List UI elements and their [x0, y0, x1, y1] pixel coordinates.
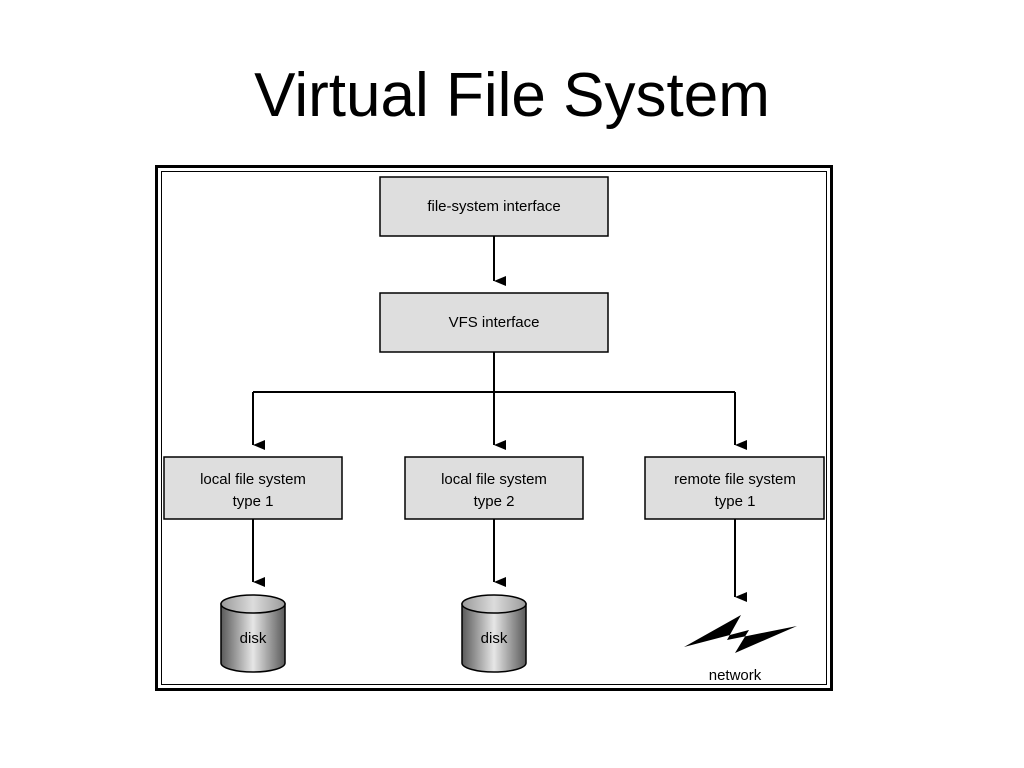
- remote-fs-1-line1: remote file system: [674, 471, 796, 488]
- local-fs-2-line1: local file system: [441, 471, 547, 488]
- remote-fs-1-line2: type 1: [715, 493, 756, 510]
- disk-cylinder-icon: disk: [461, 594, 527, 673]
- vfs-interface-box: VFS interface: [379, 292, 609, 353]
- connectors: [252, 236, 747, 602]
- file-system-interface-box: file-system interface: [379, 176, 609, 237]
- network-label: network: [709, 667, 762, 684]
- vfs-interface-label: VFS interface: [449, 314, 540, 331]
- local-fs-1-line1: local file system: [200, 471, 306, 488]
- disk-2-label: disk: [481, 630, 508, 647]
- lightning-bolt-icon: [684, 615, 797, 653]
- disk-1-label: disk: [240, 630, 267, 647]
- slide-title: Virtual File System: [254, 61, 770, 130]
- local-fs-2-line2: type 2: [474, 493, 515, 510]
- file-system-interface-label: file-system interface: [427, 198, 560, 215]
- local-fs-1-line2: type 1: [233, 493, 274, 510]
- local-file-system-type-2-box: local file system type 2: [404, 456, 584, 520]
- local-file-system-type-1-box: local file system type 1: [163, 456, 343, 520]
- disk-cylinder-icon: disk: [220, 594, 286, 673]
- remote-file-system-type-1-box: remote file system type 1: [644, 456, 825, 520]
